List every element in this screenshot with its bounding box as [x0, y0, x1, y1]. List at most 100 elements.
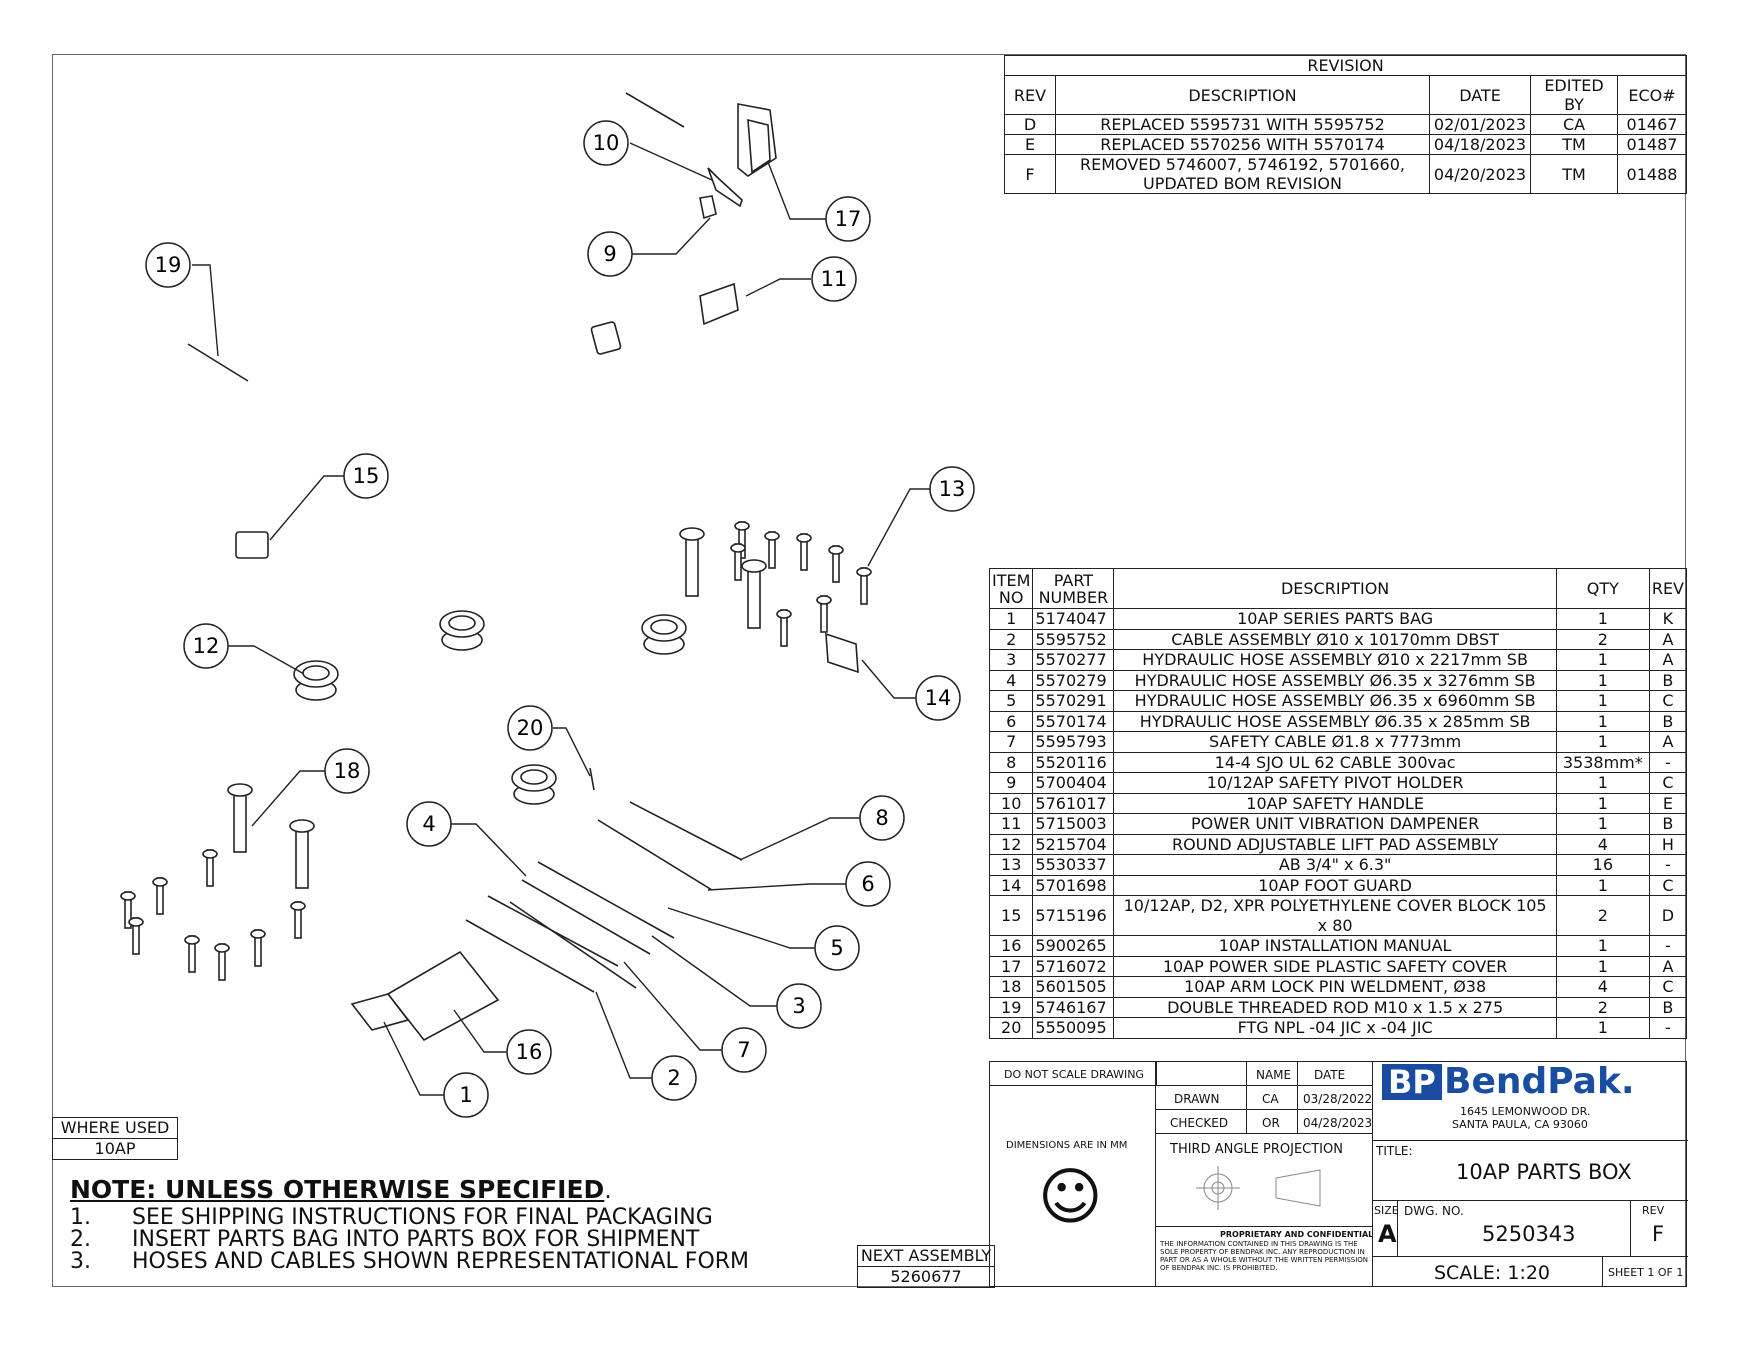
- checked-label: CHECKED: [1170, 1116, 1229, 1130]
- rev-description: REMOVED 5746007, 5746192, 5701660, UPDAT…: [1055, 154, 1430, 194]
- callout-balloon: 20: [507, 705, 553, 751]
- leader-lines: [192, 142, 930, 1096]
- bom-description: 10/12AP SAFETY PIVOT HOLDER: [1113, 772, 1557, 794]
- anchor-bolt: [764, 531, 780, 569]
- svg-text:3: 3: [792, 994, 805, 1018]
- notes-heading: NOTE: UNLESS OTHERWISE SPECIFIED: [70, 1175, 605, 1204]
- bom-rev: -: [1648, 751, 1688, 773]
- bom-description: 10AP FOOT GUARD: [1113, 874, 1557, 896]
- bom-part-number: 5595752: [1032, 628, 1115, 650]
- bom-item: 9: [988, 772, 1034, 794]
- bom-rev: A: [1648, 955, 1688, 977]
- callout-balloon: 10: [583, 120, 629, 166]
- bom-qty: 4: [1555, 976, 1650, 998]
- bom-rev: -: [1648, 935, 1688, 957]
- bom-rev: K: [1648, 608, 1688, 630]
- bom-qty: 1: [1555, 690, 1650, 712]
- svg-text:4: 4: [422, 812, 435, 836]
- bom-part-number: 5601505: [1032, 976, 1115, 998]
- svg-text:14: 14: [925, 686, 952, 710]
- bom-rev: D: [1648, 895, 1688, 936]
- checked-date: 04/28/2023: [1303, 1116, 1373, 1130]
- callout-balloon: 8: [859, 795, 905, 841]
- callout-balloon: 14: [915, 675, 961, 721]
- callout-balloon: 13: [929, 466, 975, 512]
- name-header: NAME: [1256, 1068, 1292, 1082]
- bom-qty: 1: [1555, 955, 1650, 977]
- bom-part-number: 5715196: [1032, 895, 1115, 936]
- revision-block: REVISION REV DESCRIPTION DATE EDITED BY …: [1004, 55, 1687, 194]
- bom-part-number: 5570279: [1032, 669, 1115, 691]
- bom-item: 18: [988, 976, 1034, 998]
- date-header: DATE: [1314, 1068, 1346, 1082]
- rev-description: REPLACED 5570256 WITH 5570174: [1055, 134, 1430, 155]
- bom-part-number: 5595793: [1032, 731, 1115, 753]
- rev-letter: D: [1004, 114, 1056, 135]
- svg-text:11: 11: [821, 267, 848, 291]
- bom-rev: C: [1648, 874, 1688, 896]
- bom-qty: 1: [1555, 649, 1650, 671]
- do-not-scale-note: DO NOT SCALE DRAWING: [1004, 1068, 1144, 1081]
- svg-text:19: 19: [155, 253, 182, 277]
- rev-date: 04/18/2023: [1429, 134, 1531, 155]
- note-item: 2.INSERT PARTS BAG INTO PARTS BOX FOR SH…: [70, 1229, 749, 1251]
- note-text: INSERT PARTS BAG INTO PARTS BOX FOR SHIP…: [132, 1227, 700, 1252]
- rev-edited-by: TM: [1530, 134, 1618, 155]
- callout-balloon: 6: [845, 861, 891, 907]
- bom-rev: B: [1648, 669, 1688, 691]
- anchor-bolt: [796, 533, 812, 571]
- bom-qty: 2: [1555, 996, 1650, 1018]
- anchor-bolt: [184, 935, 200, 973]
- address-line1: 1645 LEMONWOOD DR.: [1460, 1105, 1591, 1118]
- rod-top: [625, 92, 685, 128]
- bom-header-description: DESCRIPTION: [1113, 568, 1557, 609]
- bom-item: 1: [988, 608, 1034, 630]
- bom-rev: H: [1648, 833, 1688, 855]
- note-item: 1.SEE SHIPPING INSTRUCTIONS FOR FINAL PA…: [70, 1207, 749, 1229]
- svg-text:17: 17: [835, 207, 862, 231]
- bom-item: 19: [988, 996, 1034, 1018]
- bom-qty: 1: [1555, 608, 1650, 630]
- rev-edited-by: CA: [1530, 114, 1618, 135]
- bom-item: 14: [988, 874, 1034, 896]
- cover-block-15: [235, 531, 269, 559]
- size-value: A: [1378, 1220, 1397, 1248]
- bom-description: HYDRAULIC HOSE ASSEMBLY Ø6.35 x 3276mm S…: [1113, 669, 1557, 691]
- callout-balloon: 1: [443, 1072, 489, 1118]
- bendpak-logo: BendPak.: [1444, 1061, 1635, 1102]
- dampener-11: [699, 282, 739, 326]
- bom-rev: B: [1648, 710, 1688, 732]
- bom-part-number: 5716072: [1032, 955, 1115, 977]
- bom-description: 10AP POWER SIDE PLASTIC SAFETY COVER: [1113, 955, 1557, 977]
- bom-qty: 3538mm*: [1555, 751, 1650, 773]
- notes: NOTE: UNLESS OTHERWISE SPECIFIED. 1.SEE …: [70, 1175, 750, 1274]
- bom-description: AB 3/4" x 6.3": [1113, 854, 1557, 876]
- rev-value: F: [1652, 1222, 1665, 1246]
- bom-part-number: 5530337: [1032, 854, 1115, 876]
- anchor-bolt: [250, 929, 266, 967]
- bom-item: 15: [988, 895, 1034, 936]
- anchor-bolt: [816, 595, 832, 633]
- projection-label: THIRD ANGLE PROJECTION: [1170, 1142, 1343, 1157]
- bom-part-number: 5746167: [1032, 996, 1115, 1018]
- bom-description: HYDRAULIC HOSE ASSEMBLY Ø6.35 x 285mm SB: [1113, 710, 1557, 732]
- lift-pad-12: [293, 610, 687, 805]
- bom-description: 10AP ARM LOCK PIN WELDMENT, Ø38: [1113, 976, 1557, 998]
- rev-letter: F: [1004, 154, 1056, 194]
- bom-description: 10AP SERIES PARTS BAG: [1113, 608, 1557, 630]
- svg-text:10: 10: [593, 131, 620, 155]
- bom-rev: A: [1648, 628, 1688, 650]
- bom-description: CABLE ASSEMBLY Ø10 x 10170mm DBST: [1113, 628, 1557, 650]
- dwg-no-label: DWG. NO.: [1404, 1204, 1464, 1218]
- bom-description: 14-4 SJO UL 62 CABLE 300vac: [1113, 751, 1557, 773]
- bom-qty: 2: [1555, 628, 1650, 650]
